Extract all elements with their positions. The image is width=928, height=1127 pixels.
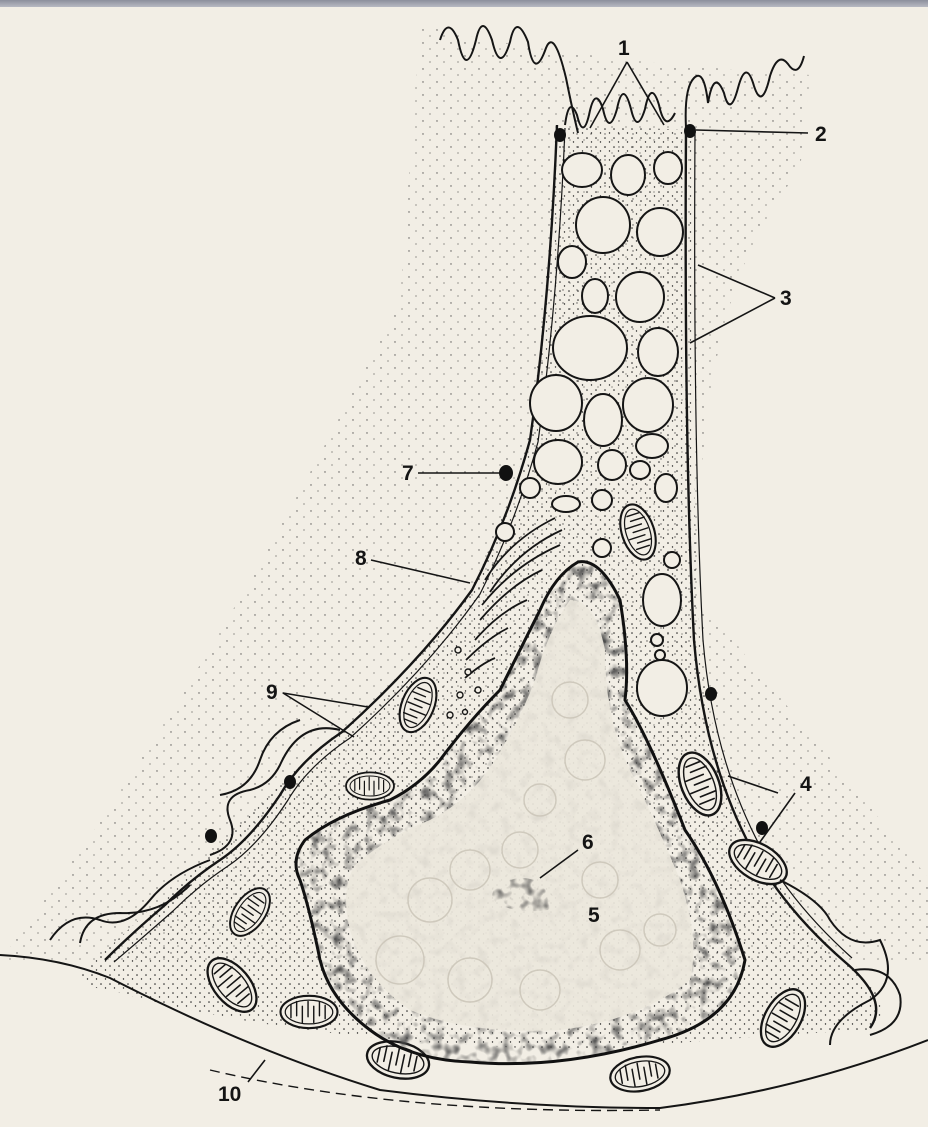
label-microvilli: 1: [618, 38, 630, 59]
label-golgi: 8: [355, 548, 367, 569]
label-mitochondria: 4: [800, 774, 812, 795]
label-desmosome: 7: [402, 463, 414, 484]
label-basement-membrane: 10: [218, 1084, 241, 1105]
label-nucleus: 5: [588, 905, 600, 926]
label-junction-apical: 2: [815, 124, 827, 145]
label-ribosomes: 9: [266, 682, 278, 703]
label-secretory-granules: 3: [780, 288, 792, 309]
label-nucleolus: 6: [582, 832, 594, 853]
